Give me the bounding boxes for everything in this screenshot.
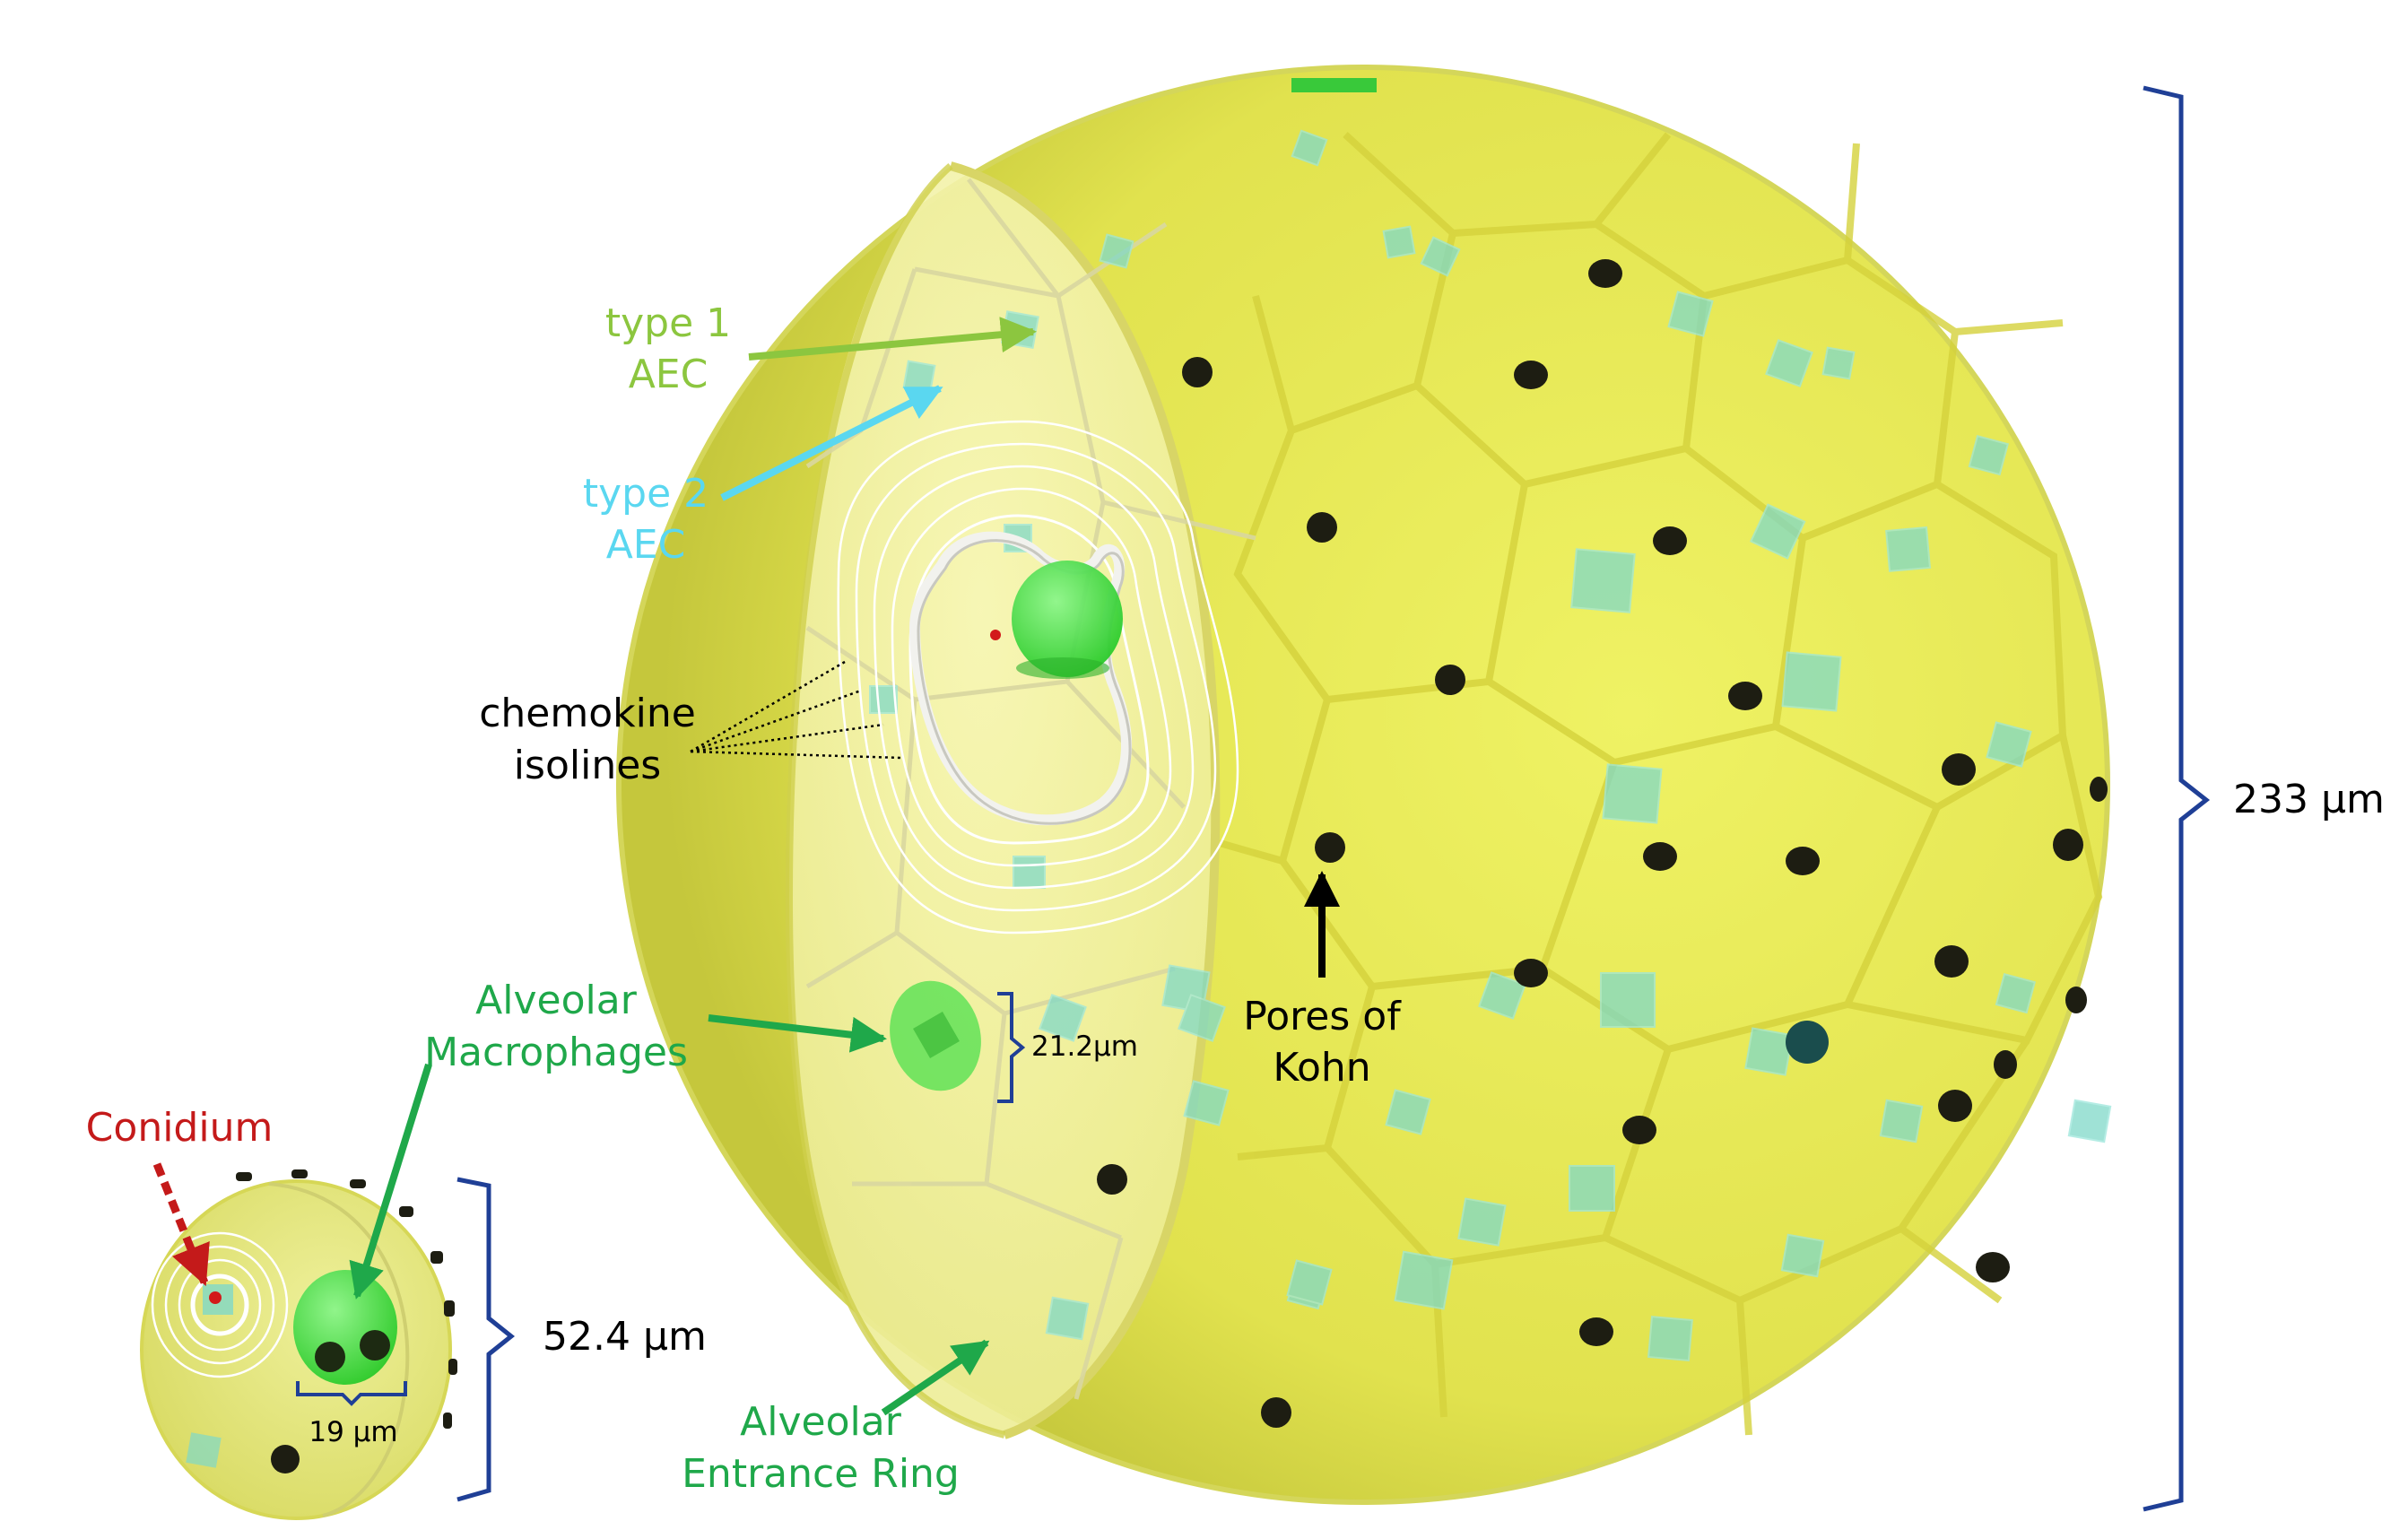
label-ring-line2: Entrance Ring <box>682 1451 960 1497</box>
label-am-line2: Macrophages <box>424 1030 688 1075</box>
label-pores-line2: Kohn <box>1273 1045 1370 1091</box>
label-type2-line2: AEC <box>606 522 686 568</box>
label-pores-line1: Pores of <box>1243 994 1402 1039</box>
label-small-am-size: 19 μm <box>309 1416 397 1448</box>
label-type1-line2: AEC <box>629 352 708 397</box>
label-ring-line1: Alveolar <box>740 1399 902 1445</box>
label-chemokine-line2: isolines <box>514 743 661 788</box>
label-type2-line1: type 2 <box>583 471 708 517</box>
conidium-dot-small <box>209 1291 222 1304</box>
large-alveolus <box>619 67 2110 1502</box>
label-conidium: Conidium <box>86 1105 274 1151</box>
label-type1-line1: type 1 <box>605 300 731 346</box>
bracket-large-alveolus <box>2143 88 2206 1509</box>
label-am-size: 21.2μm <box>1031 1030 1138 1063</box>
top-macrophage-strip <box>1291 78 1377 92</box>
label-chemokine-line1: chemokine <box>479 691 696 736</box>
label-small-alveolus-size: 52.4 μm <box>543 1314 707 1360</box>
conidium-dot-large <box>990 630 1001 640</box>
label-large-alveolus-size: 233 μm <box>2233 777 2385 822</box>
small-alveolus <box>142 1169 457 1518</box>
bracket-small-alveolus <box>457 1179 511 1500</box>
label-am-line1: Alveolar <box>475 978 638 1023</box>
